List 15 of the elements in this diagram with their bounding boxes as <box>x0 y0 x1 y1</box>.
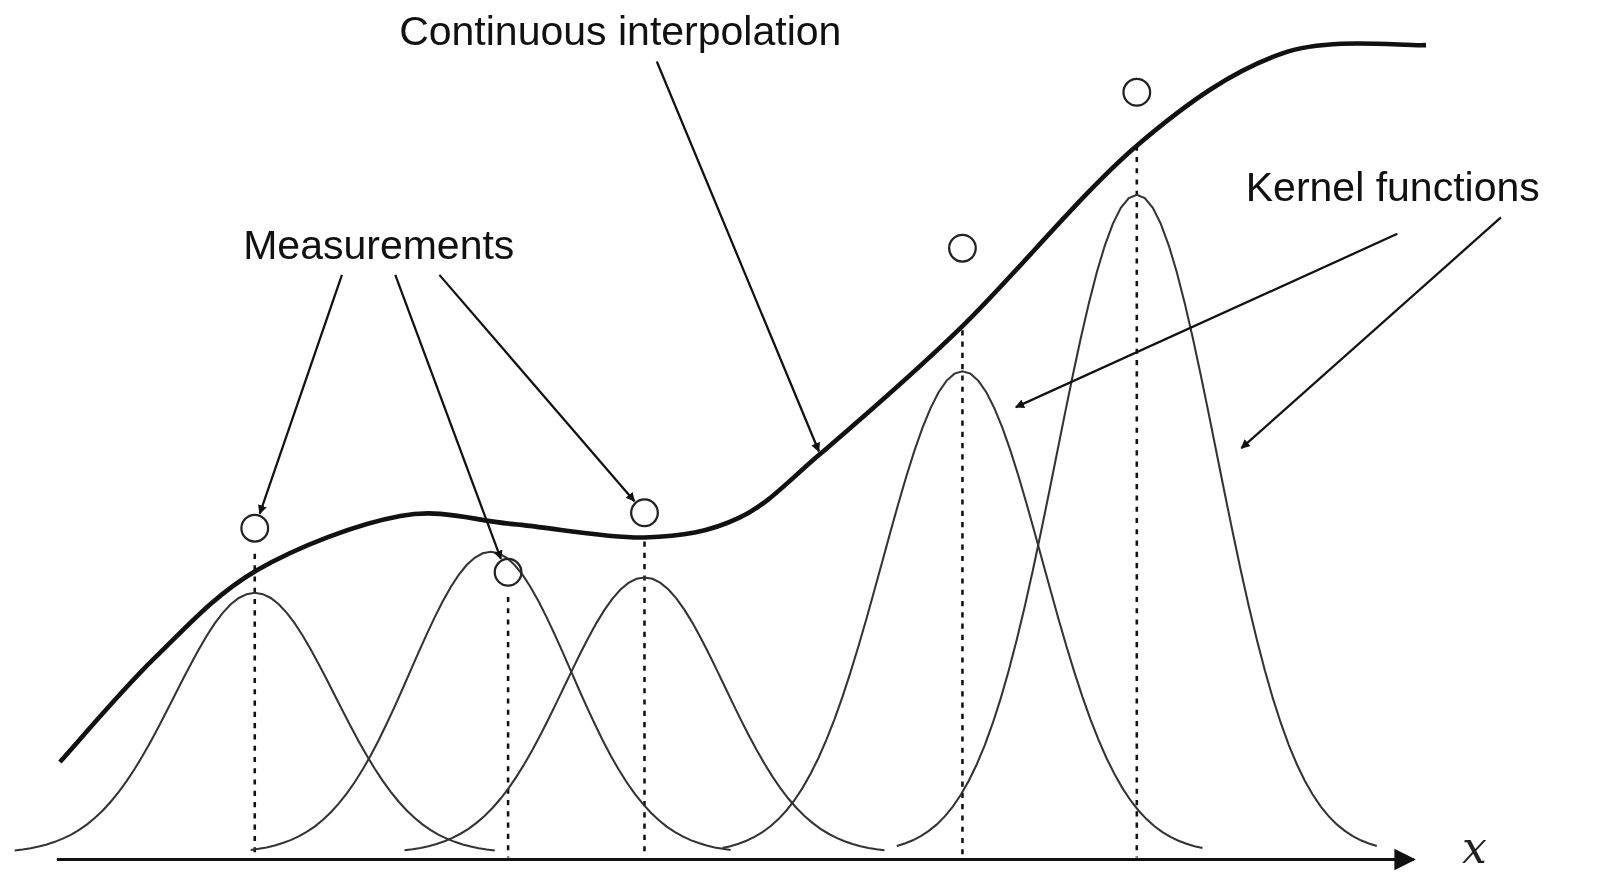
measurement-point <box>1122 77 1152 107</box>
leader-arrow <box>394 274 503 560</box>
leader-arrow <box>1014 232 1398 409</box>
measurement-point <box>240 513 270 543</box>
annotation-label: Kernel functions <box>1245 163 1540 213</box>
measurement-point <box>948 233 977 263</box>
annotation-label: Measurements <box>243 220 515 270</box>
leader-arrow <box>438 274 636 502</box>
annotation-label: Continuous interpolation <box>399 7 842 57</box>
leader-arrow <box>655 61 820 453</box>
axis-label: x <box>1462 826 1487 870</box>
leader-arrow <box>1240 216 1502 450</box>
measurement-point <box>493 557 523 587</box>
measurement-point <box>630 498 659 528</box>
leader-arrow <box>258 274 343 515</box>
